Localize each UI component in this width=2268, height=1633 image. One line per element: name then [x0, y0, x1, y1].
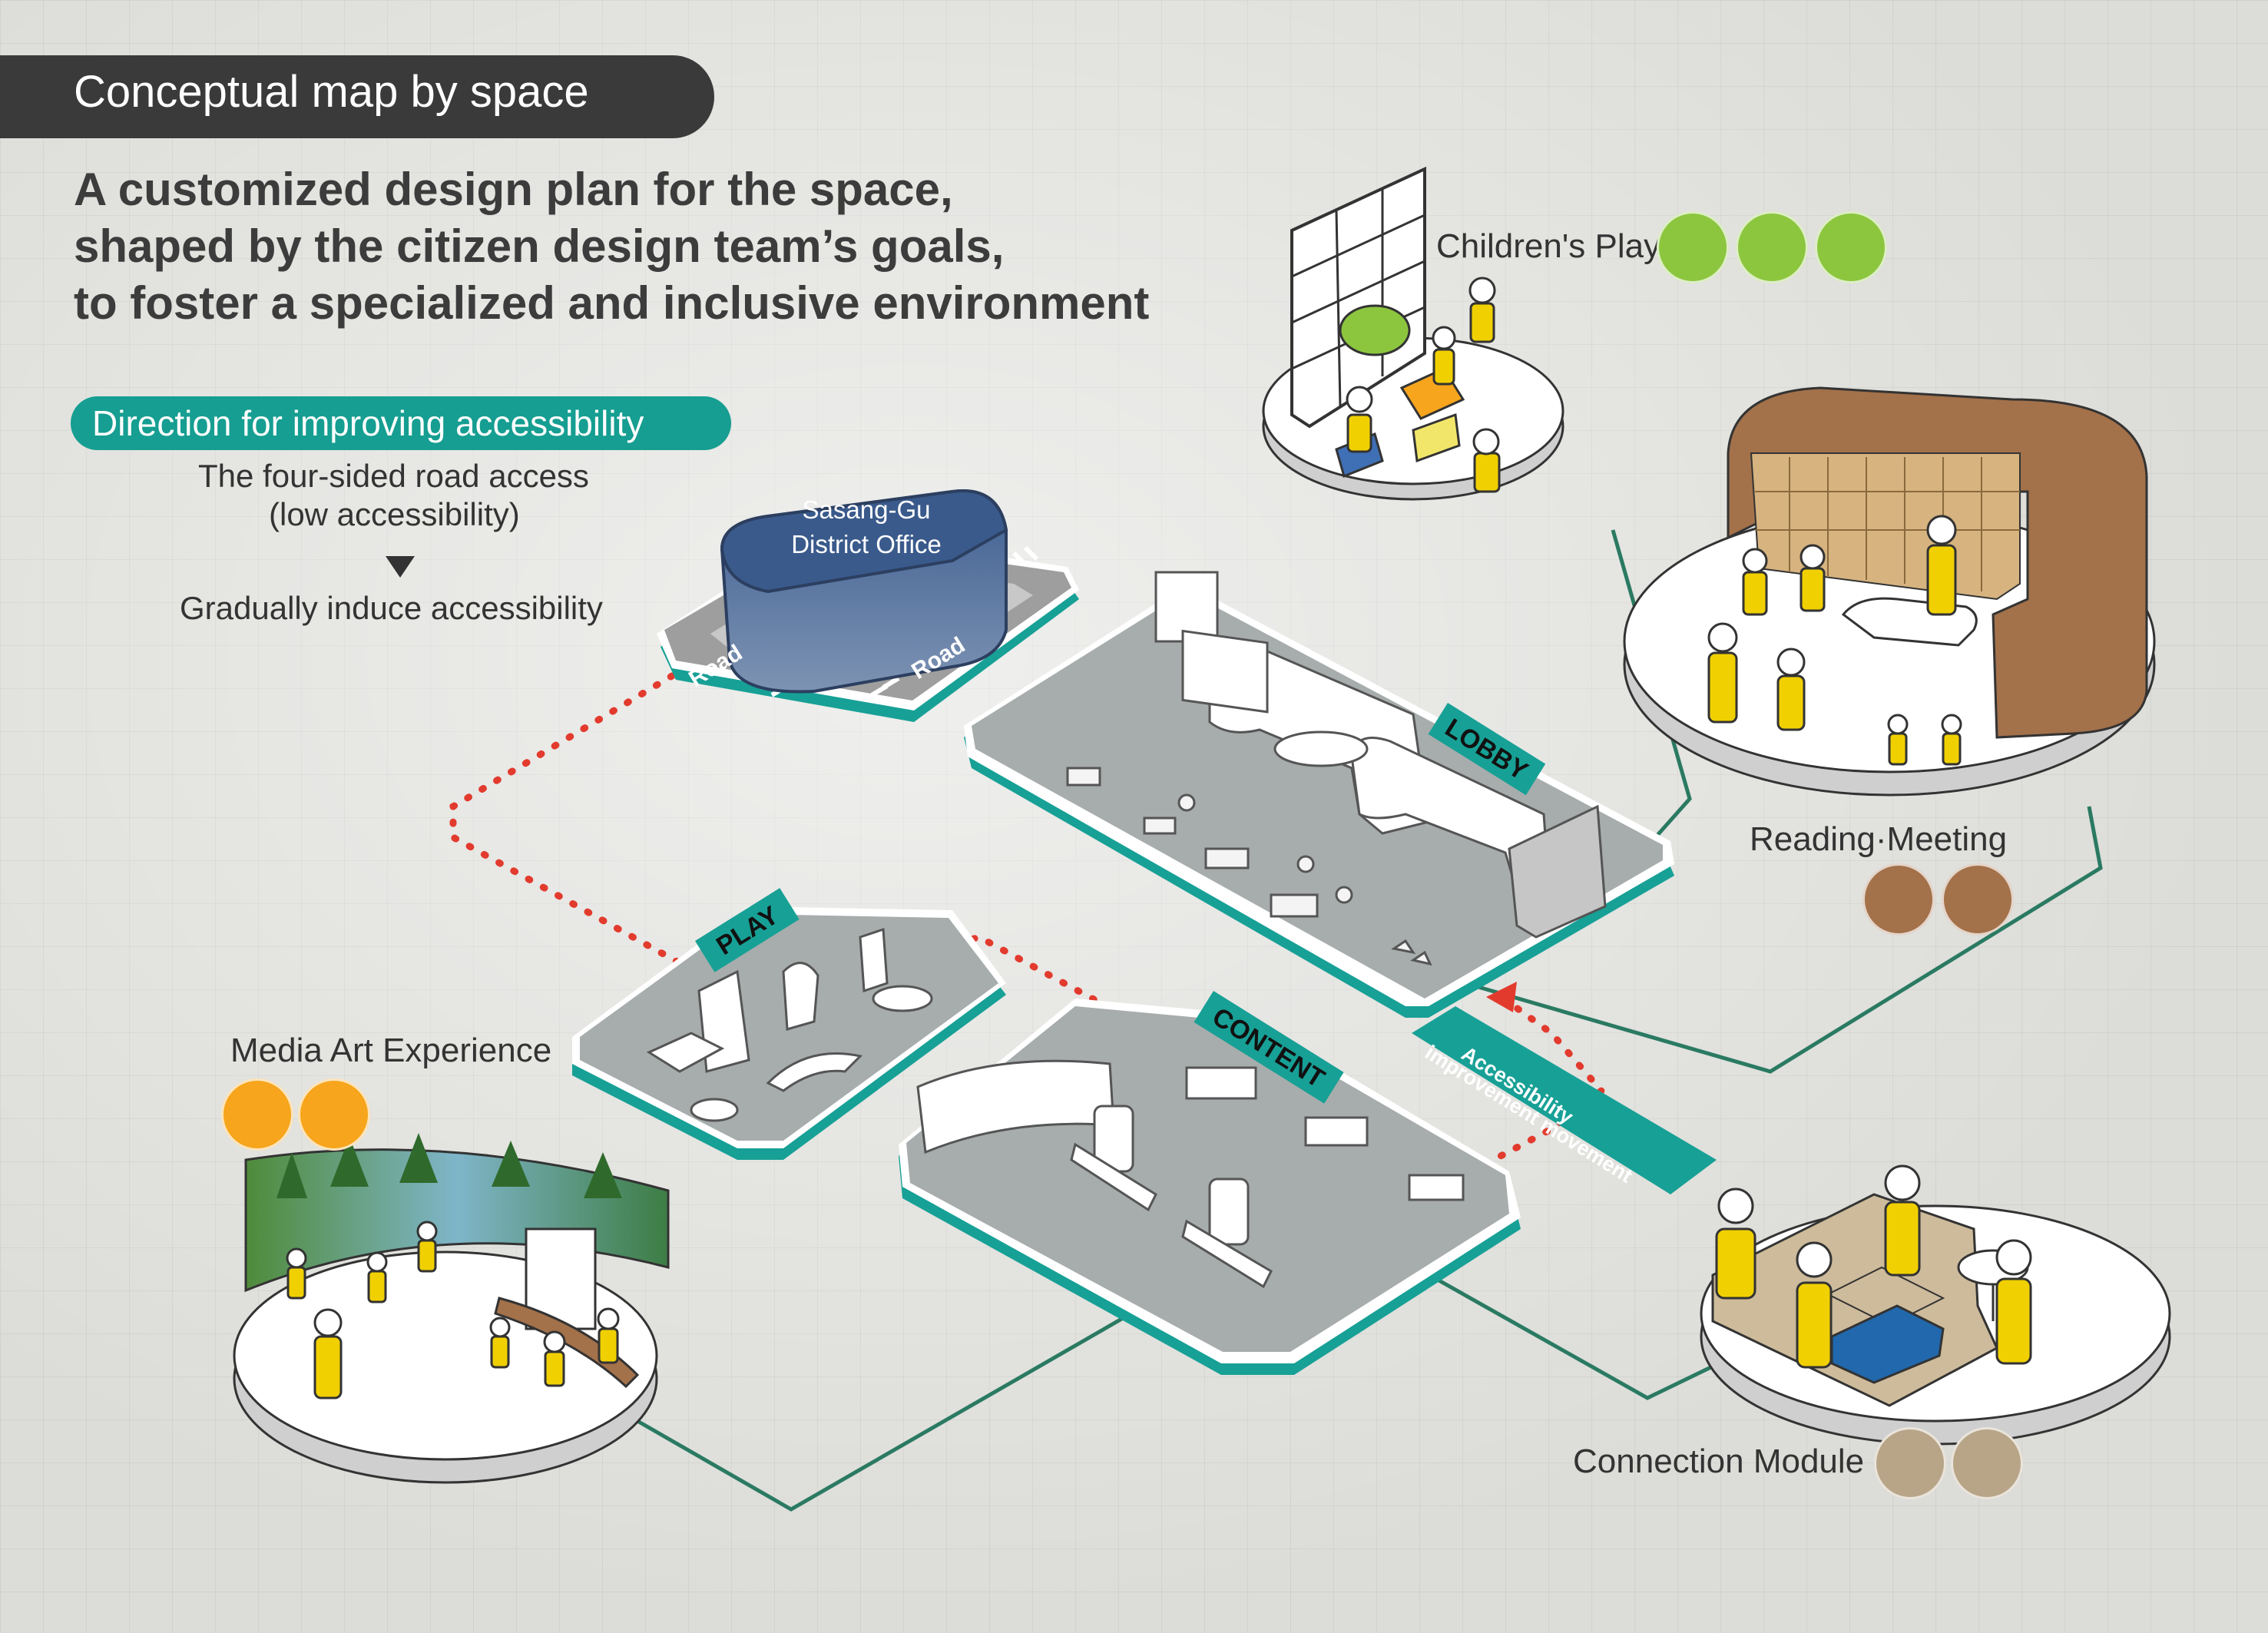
visitors-icon: [298, 1078, 370, 1151]
connection-module-disc: [1700, 1164, 2171, 1446]
lobby-furniture: [1066, 767, 1432, 966]
play-structures: [646, 927, 933, 1122]
childrens-play-disc: [1262, 166, 1564, 501]
subtitle-line-3: to foster a specialized and inclusive en…: [74, 277, 1150, 329]
accessibility-route: [449, 672, 1607, 1168]
connector-content-media: [636, 1303, 1146, 1512]
direction-heading: Direction for improving accessibility: [92, 403, 644, 443]
play-platform: [572, 906, 1006, 1160]
label-media-art: Media Art Experience: [230, 1032, 552, 1069]
label-reading-meeting: Reading·Meeting: [1750, 820, 2008, 858]
community-group-icon: [1951, 1427, 2023, 1499]
community-figures: [1715, 1164, 2032, 1369]
reading-meeting-disc: [1623, 386, 2156, 797]
subtitle-line-2: shaped by the citizen design team’s goal…: [74, 220, 1005, 272]
family-icon: [1815, 211, 1887, 283]
media-forest: [276, 1133, 622, 1198]
route-movement: [1482, 993, 1607, 1168]
label-childrens-play: Children's Play: [1436, 227, 1661, 265]
lobby-platform: [964, 571, 1674, 1018]
content-platform: [899, 999, 1521, 1375]
district-name-line-2: District Office: [791, 530, 942, 558]
media-screen-icon: [221, 1078, 293, 1151]
reader-figures: [1707, 515, 1962, 766]
district-office-platform: [657, 489, 1079, 722]
label-connection-module: Connection Module: [1573, 1443, 1865, 1480]
direction-line-3: Gradually induce accessibility: [180, 590, 603, 626]
route-district-play: [449, 672, 699, 975]
page-title: Conceptual map by space: [74, 67, 589, 117]
direction-line-2: (low accessibility): [269, 496, 520, 532]
people-connect-icon: [1874, 1427, 1946, 1499]
reading-desk-icon: [1942, 863, 2014, 936]
children-figures: [1346, 277, 1501, 493]
district-name-line-1: Sasang-Gu: [803, 495, 931, 524]
media-art-disc: [233, 1133, 670, 1484]
subtitle-line-1: A customized design plan for the space,: [74, 164, 953, 215]
children-group-icon: [1657, 211, 1729, 283]
route-arrowhead-icon: [1486, 982, 1517, 1012]
direction-banner: [71, 396, 731, 450]
connector-lobby-reading: [1478, 806, 2103, 1074]
title-banner: [0, 55, 714, 138]
meeting-table-icon: [1862, 863, 1935, 936]
content-furniture: [1070, 1066, 1465, 1289]
visitor-figures: [286, 1221, 620, 1399]
direction-line-1: The four-sided road access: [198, 458, 589, 494]
child-desk-icon: [1736, 211, 1808, 283]
down-arrow-icon: [386, 556, 415, 578]
